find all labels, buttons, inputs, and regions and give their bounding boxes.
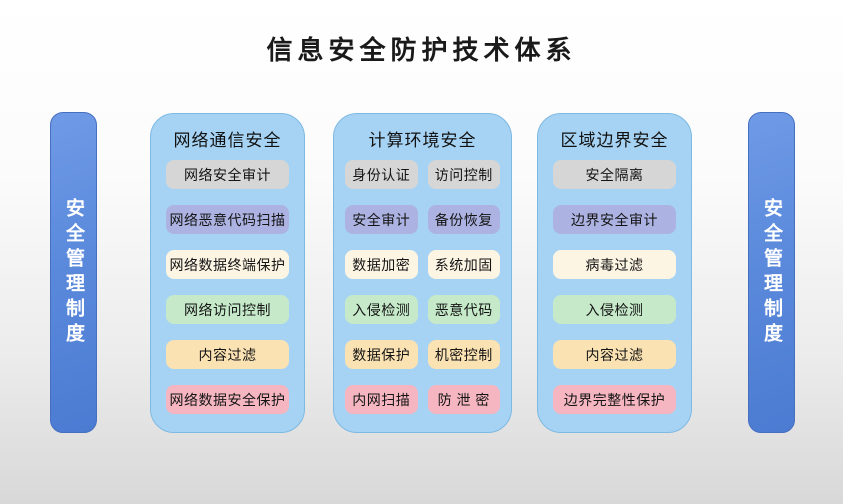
item-intranet-scan: 内网扫描 <box>345 385 418 414</box>
item-identity-authentication: 身份认证 <box>345 160 418 189</box>
item-security-isolation: 安全隔离 <box>553 160 676 189</box>
item-network-security-audit: 网络安全审计 <box>166 160 289 189</box>
item-row: 内网扫描 防 泄 密 <box>345 385 500 414</box>
item-data-encryption: 数据加密 <box>345 250 418 279</box>
column-area-boundary-security: 区域边界安全 安全隔离 边界安全审计 病毒过滤 入侵检测 内容过滤 边界完整性保… <box>537 113 692 433</box>
right-management-bar-label: 安全管理制度 <box>761 197 782 348</box>
item-boundary-security-audit: 边界安全审计 <box>553 205 676 234</box>
item-row: 安全审计 备份恢复 <box>345 205 500 234</box>
column-items: 网络安全审计 网络恶意代码扫描 网络数据终端保护 网络访问控制 内容过滤 网络数… <box>151 160 304 414</box>
item-anti-leakage: 防 泄 密 <box>427 385 500 414</box>
column-items: 身份认证 访问控制 安全审计 备份恢复 数据加密 系统加固 入侵检测 恶意代码 … <box>334 160 511 414</box>
item-confidential-control: 机密控制 <box>427 340 500 369</box>
item-network-data-terminal-protect: 网络数据终端保护 <box>166 250 289 279</box>
item-security-audit: 安全审计 <box>345 205 418 234</box>
column-header: 网络通信安全 <box>173 131 282 150</box>
column-header: 计算环境安全 <box>368 131 477 150</box>
column-header: 区域边界安全 <box>560 131 669 150</box>
left-management-bar-label: 安全管理制度 <box>63 197 84 348</box>
right-management-bar: 安全管理制度 <box>748 112 795 433</box>
left-management-bar: 安全管理制度 <box>50 112 97 433</box>
item-network-data-security-protect: 网络数据安全保护 <box>166 385 289 414</box>
item-network-malware-scan: 网络恶意代码扫描 <box>166 205 289 234</box>
item-content-filtering: 内容过滤 <box>166 340 289 369</box>
item-content-filtering: 内容过滤 <box>553 340 676 369</box>
page-title: 信息安全防护技术体系 <box>266 35 577 65</box>
column-network-communication-security: 网络通信安全 网络安全审计 网络恶意代码扫描 网络数据终端保护 网络访问控制 内… <box>150 113 305 433</box>
item-intrusion-detection: 入侵检测 <box>345 295 418 324</box>
item-row: 数据加密 系统加固 <box>345 250 500 279</box>
item-boundary-integrity-protect: 边界完整性保护 <box>553 385 676 414</box>
item-malicious-code: 恶意代码 <box>427 295 500 324</box>
item-virus-filtering: 病毒过滤 <box>553 250 676 279</box>
item-row: 入侵检测 恶意代码 <box>345 295 500 324</box>
item-network-access-control: 网络访问控制 <box>166 295 289 324</box>
item-system-hardening: 系统加固 <box>427 250 500 279</box>
item-backup-recovery: 备份恢复 <box>427 205 500 234</box>
item-intrusion-detection: 入侵检测 <box>553 295 676 324</box>
item-data-protection: 数据保护 <box>345 340 418 369</box>
item-row: 数据保护 机密控制 <box>345 340 500 369</box>
item-row: 身份认证 访问控制 <box>345 160 500 189</box>
item-access-control: 访问控制 <box>427 160 500 189</box>
column-computing-environment-security: 计算环境安全 身份认证 访问控制 安全审计 备份恢复 数据加密 系统加固 入侵检… <box>333 113 512 433</box>
column-items: 安全隔离 边界安全审计 病毒过滤 入侵检测 内容过滤 边界完整性保护 <box>538 160 691 414</box>
